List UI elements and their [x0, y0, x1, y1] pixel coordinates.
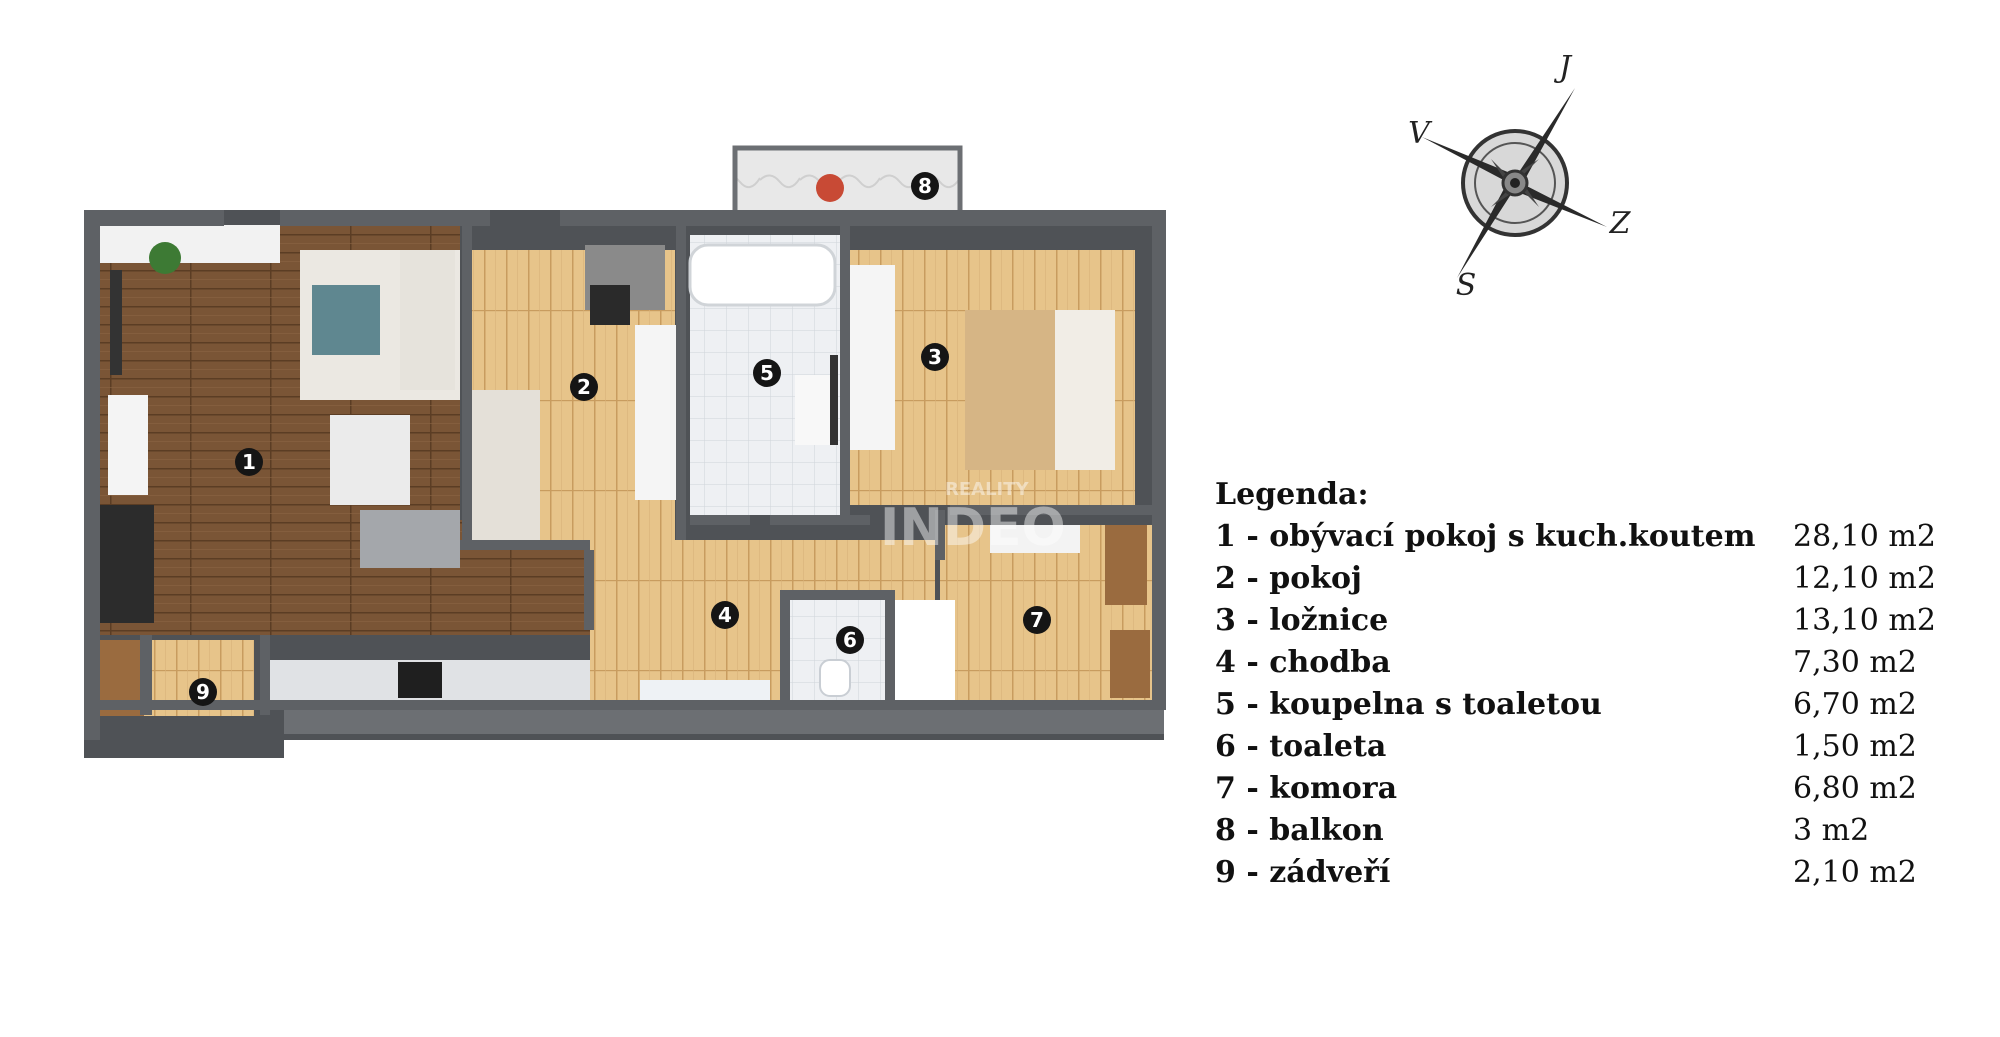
coffee-table [312, 285, 380, 355]
compass-west-label: V [1408, 116, 1433, 151]
tv [110, 270, 122, 375]
compass-needle-east-icon [1515, 181, 1607, 227]
legend-row-6: 6 - toaleta 1,50 m2 [1215, 726, 1975, 768]
shelf-1 [1105, 525, 1147, 605]
legend-room-name: 7 - komora [1215, 771, 1398, 806]
marker-room-3: 3 [921, 343, 949, 371]
watermark-large: INDEO [880, 498, 1066, 558]
compass-needle-west-icon [1422, 137, 1515, 185]
legend-row-4: 4 - chodba 7,30 m2 [1215, 642, 1975, 684]
room-bathroom [688, 235, 840, 515]
legend-room-area: 7,30 m2 [1793, 645, 1917, 680]
legend-room-area: 2,10 m2 [1793, 855, 1917, 890]
room-2 [470, 245, 680, 540]
svg-text:1: 1 [242, 450, 256, 474]
legend-room-area: 28,10 m2 [1793, 519, 1936, 554]
marker-room-5: 5 [753, 359, 781, 387]
wardrobe-2 [635, 325, 680, 500]
legend-title: Legenda: [1215, 477, 1369, 512]
stove [398, 662, 442, 698]
legend-row-7: 7 - komora 6,80 m2 [1215, 768, 1975, 810]
bathtub [688, 243, 837, 307]
pillows [1055, 310, 1115, 470]
marker-room-1: 1 [235, 448, 263, 476]
watermark: INDEO REALITY [880, 479, 1066, 558]
legend-row-9: 9 - zádveří 2,10 m2 [1215, 852, 1975, 894]
interior-walls [84, 210, 1166, 740]
legend-row-2: 2 - pokoj 12,10 m2 [1215, 558, 1975, 600]
marker-room-6: 6 [836, 626, 864, 654]
legend-row-3: 3 - ložnice 13,10 m2 [1215, 600, 1975, 642]
legend-room-name: 2 - pokoj [1215, 561, 1362, 596]
sideboard [108, 395, 148, 495]
shelf-2 [1110, 630, 1150, 698]
compass-needle-south-icon [1457, 183, 1517, 278]
legend-row-5: 5 - koupelna s toaletou 6,70 m2 [1215, 684, 1975, 726]
svg-text:3: 3 [928, 345, 942, 369]
compass-south-label: S [1456, 268, 1477, 303]
compass-north-label: J [1553, 50, 1573, 85]
marker-room-2: 2 [570, 373, 598, 401]
bed-single [470, 390, 540, 540]
legend-room-name: 8 - balkon [1215, 813, 1384, 848]
legend-room-area: 12,10 m2 [1793, 561, 1936, 596]
svg-text:8: 8 [918, 174, 932, 198]
svg-text:6: 6 [843, 628, 857, 652]
room-living [96, 225, 590, 702]
svg-text:7: 7 [1030, 608, 1044, 632]
sink [795, 375, 835, 445]
toilet-bowl [819, 659, 851, 697]
watermark-small: REALITY [945, 479, 1030, 500]
storage-cabinet [890, 600, 955, 700]
room-markers: 1 2 3 4 5 6 7 8 9 [189, 172, 1051, 706]
chair [590, 285, 630, 325]
legend-room-area: 13,10 m2 [1793, 603, 1936, 638]
compass-rose: J V Z S [1408, 50, 1631, 303]
svg-text:4: 4 [718, 603, 732, 627]
balcony-table [816, 174, 844, 202]
room-bedroom [850, 250, 1135, 505]
svg-text:2: 2 [577, 375, 591, 399]
compass-needle-north-icon [1513, 88, 1575, 183]
legend-room-area: 6,70 m2 [1793, 687, 1917, 722]
plant [149, 242, 181, 274]
radiator [96, 505, 154, 623]
counter [360, 510, 460, 568]
washer [990, 525, 1080, 553]
legend-room-name: 4 - chodba [1215, 645, 1391, 680]
sofa [400, 250, 455, 390]
dining-table [330, 415, 410, 505]
marker-room-7: 7 [1023, 606, 1051, 634]
legend: Legenda: 1 - obývací pokoj s kuch.koutem… [1215, 474, 1975, 894]
marker-room-4: 4 [711, 601, 739, 629]
legend-room-area: 3 m2 [1793, 813, 1870, 848]
wardrobe-3 [850, 265, 895, 450]
legend-room-area: 1,50 m2 [1793, 729, 1917, 764]
legend-room-name: 1 - obývací pokoj s kuch.koutem [1215, 519, 1756, 554]
compass-east-label: Z [1609, 206, 1632, 241]
legend-room-name: 3 - ložnice [1215, 603, 1389, 638]
marker-room-9: 9 [189, 678, 217, 706]
room-toilet [780, 600, 885, 700]
legend-row-8: 8 - balkon 3 m2 [1215, 810, 1975, 852]
shoe-cabinet [640, 680, 770, 700]
svg-text:9: 9 [196, 680, 210, 704]
legend-room-name: 5 - koupelna s toaletou [1215, 687, 1602, 722]
legend-room-name: 9 - zádveří [1215, 855, 1391, 890]
mirror [830, 355, 838, 445]
marker-room-8: 8 [911, 172, 939, 200]
legend-row-1: 1 - obývací pokoj s kuch.koutem 28,10 m2 [1215, 516, 1975, 558]
legend-room-area: 6,80 m2 [1793, 771, 1917, 806]
legend-room-name: 6 - toaleta [1215, 729, 1387, 764]
svg-text:5: 5 [760, 361, 774, 385]
